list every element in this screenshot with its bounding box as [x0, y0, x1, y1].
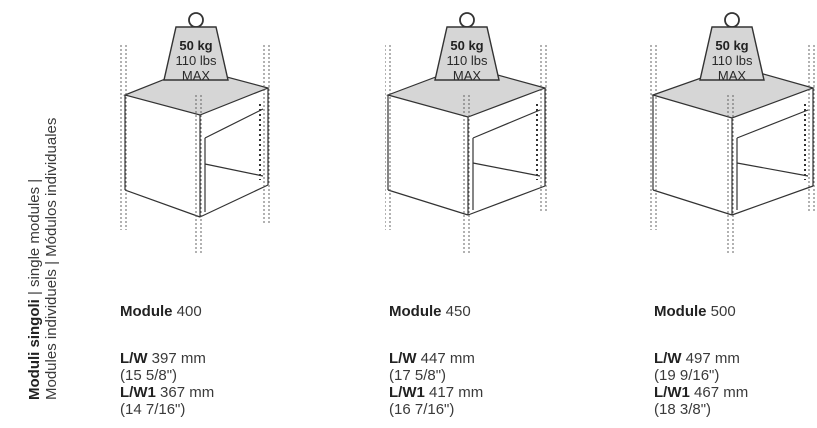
- cube-edge: [199, 184, 269, 218]
- lw-inches: (17 5/8"): [389, 367, 447, 384]
- module-450: 50 kg 110 lbs MAX Module 450 L/W 447 mm …: [385, 0, 625, 428]
- lw1-dimension: L/W1 467 mm: [654, 384, 749, 401]
- weight-label: 50 kg 110 lbs MAX: [711, 38, 753, 83]
- weight-icon: [434, 12, 500, 81]
- weight-label: 50 kg 110 lbs MAX: [446, 38, 488, 83]
- weight-icon: [699, 12, 765, 81]
- dimension-guides: [120, 45, 270, 255]
- module-500: 50 kg 110 lbs MAX Module 500 L/W 497 mm …: [650, 0, 817, 428]
- cube-edge: [124, 189, 201, 218]
- cube-inner-edge: [472, 162, 541, 177]
- module-name: Module 450: [389, 303, 471, 320]
- module-400: 50 kg 110 lbs MAX Module 400 L/W 397 mm …: [120, 0, 360, 428]
- lw-inches: (15 5/8"): [120, 367, 178, 384]
- side-label-line1: Moduli singoli | single modules |: [26, 178, 43, 400]
- cube-inner-edge: [736, 109, 809, 139]
- cube-inner-edge: [472, 109, 541, 139]
- cube-inner-edge: [736, 162, 809, 177]
- dimension-guides: [385, 45, 547, 255]
- side-label-line2: Modules individuels | Módulos individual…: [43, 117, 60, 400]
- weight-label: 50 kg 110 lbs MAX: [175, 38, 217, 83]
- dimension-guides: [650, 45, 815, 255]
- cube-drawing: [385, 12, 547, 255]
- cube-edge: [387, 189, 469, 216]
- side-label: Moduli singoli | single modules | Module…: [26, 118, 60, 400]
- module-name: Module 500: [654, 303, 736, 320]
- cube-drawing: [120, 12, 270, 255]
- lw-dimension: L/W 447 mm: [389, 350, 475, 367]
- lw1-dimension: L/W1 367 mm: [120, 384, 215, 401]
- lw1-inches: (18 3/8"): [654, 401, 712, 418]
- lw1-inches: (14 7/16"): [120, 401, 186, 418]
- weight-icon: [163, 12, 229, 81]
- cube-drawing: [650, 12, 815, 255]
- cube-inner-edge: [204, 163, 264, 177]
- lw-dimension: L/W 397 mm: [120, 350, 206, 367]
- module-name: Module 400: [120, 303, 202, 320]
- lw-dimension: L/W 497 mm: [654, 350, 740, 367]
- cube-edge: [467, 185, 546, 216]
- lw-inches: (19 9/16"): [654, 367, 720, 384]
- cube-inner-edge: [204, 108, 264, 139]
- lw1-dimension: L/W1 417 mm: [389, 384, 484, 401]
- lw1-inches: (16 7/16"): [389, 401, 455, 418]
- cube-edge: [731, 185, 814, 216]
- cube-edge: [652, 189, 733, 216]
